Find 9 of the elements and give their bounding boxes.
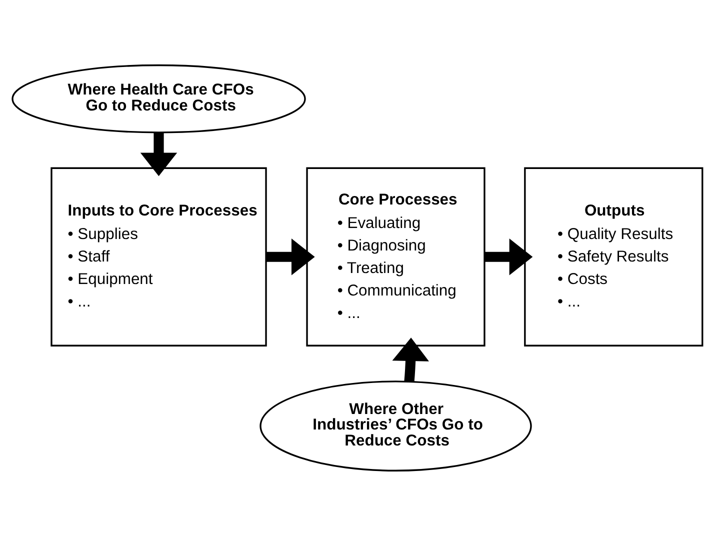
arrow [140, 132, 178, 176]
arrow [484, 238, 533, 275]
node-box: Inputs to Core Processes • Supplies • Staff • Equipment • ... [50, 166, 267, 346]
node-box: Outputs • Quality Results • Safety Results • Costs • ... [524, 166, 704, 346]
arrow [392, 337, 429, 382]
node-box: Core Processes • Evaluating • Diagnosing • Treating • Communicating • ... [306, 166, 486, 346]
node-ellipse: Where Other Industries’ CFOs Go to Reduce Costs [260, 380, 532, 471]
node-ellipse: Where Health Care CFOs Go to Reduce Costs [12, 64, 306, 133]
arrow [266, 238, 315, 275]
